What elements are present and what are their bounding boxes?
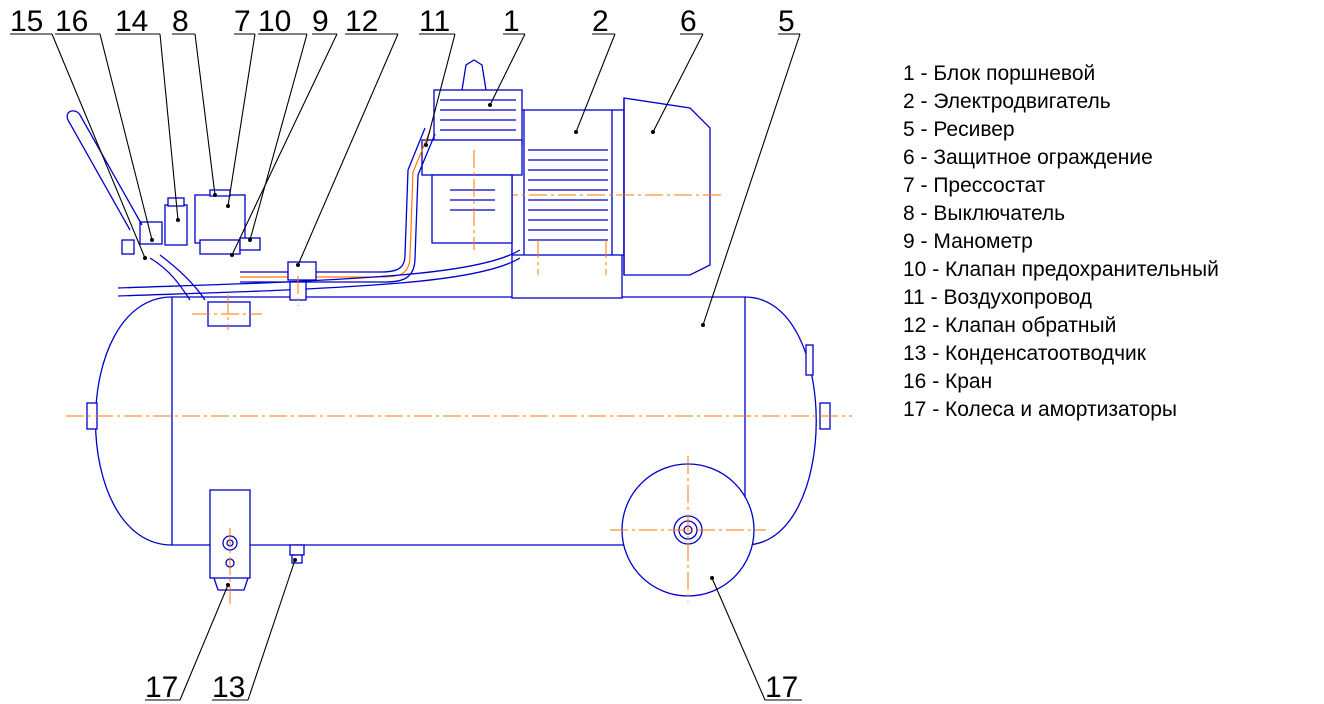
callout-top: 14 [115,5,148,38]
callout-top: 7 [234,5,251,38]
legend-item: 11 - Воздухопровод [903,286,1092,309]
pressure-switch [194,189,261,255]
handle [66,110,143,231]
legend-item: 16 - Кран [903,370,993,393]
support-foot [209,489,251,606]
legend-item: 1 - Блок поршневой [903,62,1096,85]
callout-top: 5 [778,5,795,38]
legend-item: 2 - Электродвигатель [903,90,1111,113]
legend-item: 6 - Защитное ограждение [903,146,1153,169]
callout-top: 6 [680,5,697,38]
callout-top: 15 [10,5,43,38]
legend-item: 12 - Клапан обратный [903,314,1117,337]
condensate-drain [289,544,305,564]
callout-top: 1 [503,5,520,38]
legend-item: 7 - Прессостат [903,174,1046,197]
manometer [121,197,188,255]
callout-top: 16 [55,5,88,38]
piston-block [421,59,523,250]
connector-block [149,254,262,330]
callout-top: 2 [592,5,609,38]
callout-top: 12 [345,5,378,38]
callout-underlines [10,33,802,701]
electric-motor [500,97,722,299]
receiver-tank [66,296,852,546]
wheel [610,456,766,602]
callout-top: 10 [258,5,291,38]
callout-bottom: 13 [212,671,245,704]
callout-bottom: 17 [145,671,178,704]
air-duct [117,127,521,297]
callout-labels: 15 16 14 8 7 10 9 12 11 1 2 6 5 17 13 17 [10,5,798,704]
check-valve [287,261,317,306]
callout-bottom: 17 [765,671,798,704]
leader-lines [51,33,801,701]
legend-item: 8 - Выключатель [903,202,1066,225]
legend-item: 13 - Конденсатоотводчик [903,342,1146,365]
legend-item: 9 - Манометр [903,230,1033,253]
legend-item: 5 - Ресивер [903,118,1015,141]
callout-top: 11 [419,5,450,38]
parts-legend: 1 - Блок поршневой 2 - Электродвигатель … [903,60,1219,424]
legend-item: 10 - Клапан предохранительный [903,258,1219,281]
callout-top: 9 [312,5,329,38]
legend-item: 17 - Колеса и амортизаторы [903,398,1178,421]
callout-top: 8 [172,5,189,38]
